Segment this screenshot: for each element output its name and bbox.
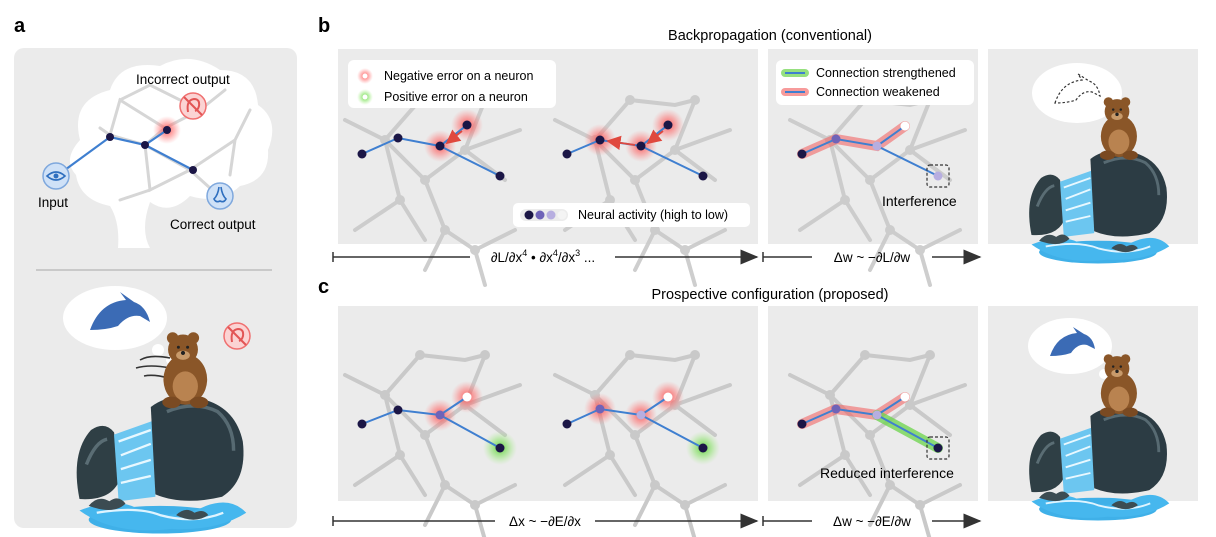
panel-c-letter: c — [318, 276, 329, 298]
legend-strengthened-label: Connection strengthened — [816, 66, 956, 80]
arrow-b-1-label: ∂L/∂x4 • ∂x4/∂x3 ... — [491, 248, 595, 265]
arrow-c-2 — [762, 513, 982, 529]
shark-icon — [90, 292, 150, 330]
legend-positive-label: Positive error on a neuron — [384, 90, 528, 104]
neural-activity-label: Neural activity (high to low) — [578, 208, 728, 222]
arrow-b-2-label: Δw ~ −∂L/∂w — [834, 250, 911, 265]
panel-c-title: Prospective configuration (proposed) — [652, 287, 889, 303]
neural-activity-legend — [513, 203, 750, 227]
panel-b-title: Backpropagation (conventional) — [668, 28, 872, 44]
eye-icon — [42, 162, 70, 190]
legend-connections — [776, 60, 974, 105]
network-b3 — [797, 121, 950, 188]
arrow-c-1 — [332, 513, 759, 529]
ear-crossed-icon-2 — [223, 322, 251, 350]
arrow-b-2 — [762, 249, 982, 265]
network-b2 — [562, 109, 708, 181]
arrow-c-2-label: Δw ~ −∂E/∂w — [833, 514, 911, 529]
panel-a-letter: a — [14, 15, 26, 37]
shark-icon-c — [1050, 327, 1095, 356]
incorrect-output-label: Incorrect output — [136, 72, 230, 87]
arrow-b-1 — [332, 249, 759, 265]
legend-weakened-label: Connection weakened — [816, 85, 940, 99]
legend-errors — [348, 60, 556, 108]
input-label: Input — [38, 195, 68, 210]
brain-network — [57, 116, 197, 176]
legend-negative-label: Negative error on a neuron — [384, 69, 533, 83]
panel-c-box-2 — [768, 306, 978, 501]
dashed-shark-icon — [1054, 73, 1101, 104]
network-c2 — [562, 381, 720, 465]
network-c3 — [797, 392, 950, 460]
ear-crossed-icon — [179, 92, 207, 120]
interference-label: Interference — [882, 193, 957, 209]
network-c1 — [357, 381, 517, 465]
nose-icon — [206, 182, 234, 210]
correct-output-label: Correct output — [170, 217, 256, 232]
reduced-interference-label: Reduced interference — [820, 465, 954, 481]
network-b1 — [357, 109, 505, 181]
panel-b-letter: b — [318, 15, 330, 37]
arrow-c-1-label: Δx ~ −∂E/∂x — [509, 514, 581, 529]
panel-c-box-1 — [338, 306, 758, 501]
